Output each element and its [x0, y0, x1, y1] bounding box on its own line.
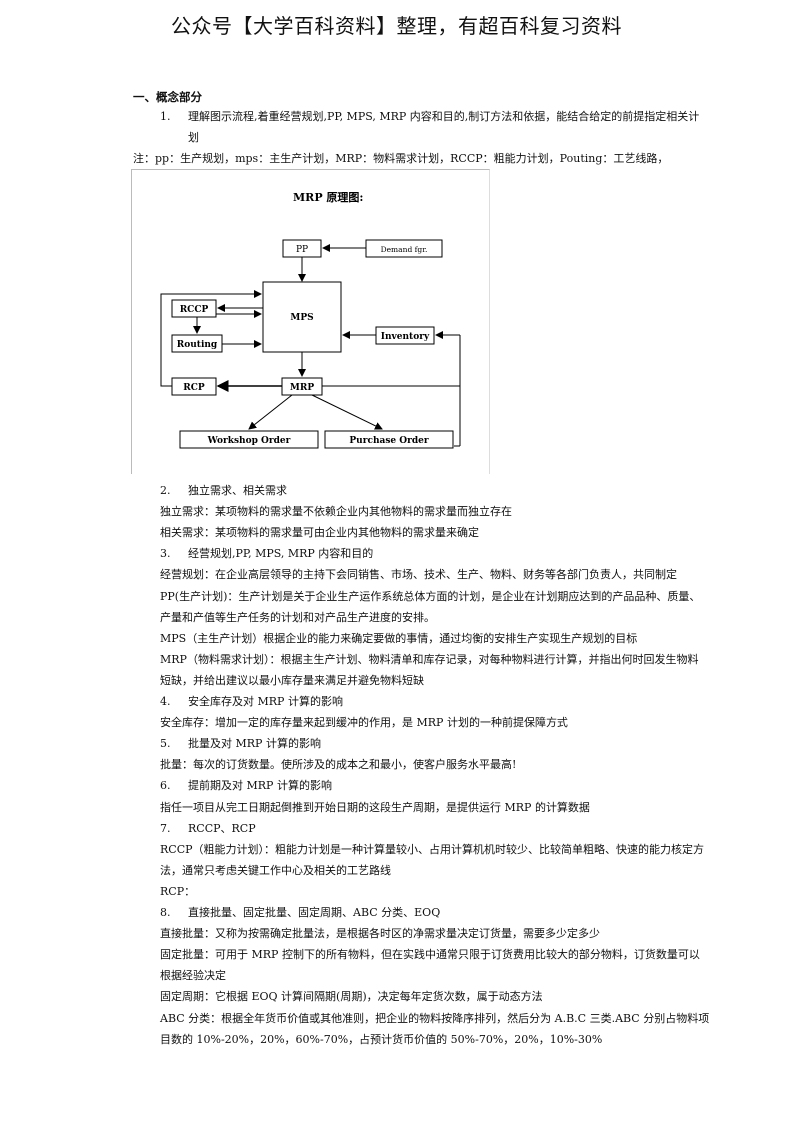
line-text: 相关需求：某项物料的需求量可由企业内其他物料的需求量来确定 [160, 526, 479, 539]
body-line: 安全库存：增加一定的库存量来起到缓冲的作用，是 MRP 计划的一种前提保障方式 [160, 716, 568, 730]
numbered-item: 7. RCCP、RCP [160, 822, 256, 836]
body-line: 指任一项目从完工日期起倒推到开始日期的这段生产周期，是提供运行 MRP 的计算数… [160, 801, 590, 815]
item-number: 5. [160, 737, 171, 750]
body-line: 经营规划：在企业高层领导的主持下会同销售、市场、技术、生产、物料、财务等各部门负… [160, 568, 677, 582]
body-line: 相关需求：某项物料的需求量可由企业内其他物料的需求量来确定 [160, 526, 479, 540]
rccp-box [171, 299, 217, 318]
body-line: PP(生产计划)：生产计划是关于企业生产运作系统总体方面的计划，是企业在计划期应… [160, 590, 700, 604]
line-text: 独立需求：某项物料的需求量不依赖企业内其他物料的需求量而独立存在 [160, 505, 512, 518]
workshop-order-label: Workshop Order [207, 436, 291, 446]
mrp-flow-svg: MRP 原理图: PP Demand fgr. MPS RCCP Routing… [160, 191, 461, 449]
rcp-label: RCP [183, 383, 205, 393]
line-text: 短缺，并给出建议以最小库存量来满足并避免物料短缺 [160, 674, 424, 687]
line-text: 产量和产值等生产任务的计划和对产品生产进度的安排。 [160, 611, 435, 624]
body-line: 独立需求：某项物料的需求量不依赖企业内其他物料的需求量而独立存在 [160, 505, 512, 519]
diagram-title: MRP 原理图: [293, 191, 363, 204]
body-line: MPS（主生产计划）根据企业的能力来确定要做的事情，通过均衡的安排生产实现生产规… [160, 632, 637, 646]
line-text: PP(生产计划)：生产计划是关于企业生产运作系统总体方面的计划，是企业在计划期应… [160, 590, 701, 603]
line-text: 法，通常只考虑关键工作中心及相关的工艺路线 [160, 864, 391, 877]
page-header: 公众号【大学百科资料】整理，有超百科复习资料 [171, 14, 622, 38]
demand-label: Demand fgr. [381, 245, 428, 254]
note-line: 注：pp：生产规划，mps：主生产计划，MRP：物料需求计划，RCCP：粗能力计… [133, 152, 669, 165]
mrp-label: MRP [290, 383, 314, 393]
body-line: RCCP（粗能力计划）：粗能力计划是一种计算量较小、占用计算机机时较少、比较简单… [160, 843, 704, 857]
body-line: 根据经验决定 [160, 969, 226, 983]
line-text: 直接批量、固定批量、固定周期、ABC 分类、EOQ [188, 906, 441, 919]
item-1: 1. 理解图示流程,着重经营规划,PP, MPS, MRP 内容和目的,制订方法和… [160, 110, 699, 124]
item-number: 4. [160, 695, 171, 708]
item-number: 3. [160, 547, 171, 560]
body-line: 固定周期：它根据 EOQ 计算间隔期(周期)，决定每年定货次数，属于动态方法 [160, 990, 543, 1004]
mps-label: MPS [290, 313, 313, 323]
line-text: RCCP、RCP [188, 822, 256, 835]
item-number: 2. [160, 484, 171, 497]
arrow-rcp-mps-loop [160, 290, 262, 387]
rccp-label: RCCP [180, 305, 209, 315]
section-title: 一、概念部分 [133, 90, 202, 104]
workshop-order-box [179, 430, 319, 449]
line-text: 安全库存及对 MRP 计算的影响 [188, 695, 343, 708]
line-text: 经营规划：在企业高层领导的主持下会同销售、市场、技术、生产、物料、财务等各部门负… [160, 568, 677, 581]
mrp-diagram: MRP 原理图: PP Demand fgr. MPS RCCP Routing… [131, 169, 490, 474]
purchase-order-label: Purchase Order [349, 436, 428, 446]
body-line: 短缺，并给出建议以最小库存量来满足并避免物料短缺 [160, 674, 424, 688]
line-text: 安全库存：增加一定的库存量来起到缓冲的作用，是 MRP 计划的一种前提保障方式 [160, 716, 568, 729]
numbered-item: 4. 安全库存及对 MRP 计算的影响 [160, 695, 343, 709]
routing-label: Routing [177, 340, 218, 350]
numbered-item: 6. 提前期及对 MRP 计算的影响 [160, 779, 332, 793]
numbered-item: 3. 经营规划,PP, MPS, MRP 内容和目的 [160, 547, 373, 561]
body-line: 产量和产值等生产任务的计划和对产品生产进度的安排。 [160, 611, 435, 625]
arrow-mrp-workshop [248, 394, 293, 430]
body-line: 目数的 10%-20%，20%，60%-70%，占预计货币价值的 50%-70%… [160, 1033, 602, 1047]
line-text: 提前期及对 MRP 计算的影响 [188, 779, 332, 792]
line-text: 经营规划,PP, MPS, MRP 内容和目的 [188, 547, 374, 560]
line-text: 直接批量：又称为按需确定批量法，是根据各时区的净需求量决定订货量，需要多少定多少 [160, 927, 600, 940]
item-text: 理解图示流程,着重经营规划,PP, MPS, MRP 内容和目的,制订方法和依据… [188, 110, 700, 123]
line-text: RCCP（粗能力计划）：粗能力计划是一种计算量较小、占用计算机机时较少、比较简单… [160, 843, 705, 856]
inventory-label: Inventory [381, 332, 430, 342]
body-line: MRP（物料需求计划）：根据主生产计划、物料清单和库存记录，对每种物料进行计算，… [160, 653, 698, 667]
item-1-continued: 划 [188, 131, 199, 144]
line-text: MPS（主生产计划）根据企业的能力来确定要做的事情，通过均衡的安排生产实现生产规… [160, 632, 638, 645]
line-text: 目数的 10%-20%，20%，60%-70%，占预计货币价值的 50%-70%… [160, 1033, 603, 1046]
numbered-item: 5. 批量及对 MRP 计算的影响 [160, 737, 321, 751]
item-number: 1. [160, 110, 171, 123]
line-text: 批量：每次的订货数量。使所涉及的成本之和最小，使客户服务水平最高! [160, 758, 517, 771]
line-text: 批量及对 MRP 计算的影响 [188, 737, 321, 750]
numbered-item: 2. 独立需求、相关需求 [160, 484, 287, 498]
pp-label: PP [296, 245, 308, 255]
line-text: 独立需求、相关需求 [188, 484, 287, 497]
item-number: 8. [160, 906, 171, 919]
arrow-mrp-purchase [311, 394, 383, 430]
mps-box [262, 281, 342, 353]
line-text: 固定周期：它根据 EOQ 计算间隔期(周期)，决定每年定货次数，属于动态方法 [160, 990, 543, 1003]
line-text: ABC 分类：根据全年货币价值或其他准则，把企业的物料按降序排列，然后分为 A.… [160, 1012, 710, 1025]
purchase-order-box [324, 430, 454, 449]
body-line: 批量：每次的订货数量。使所涉及的成本之和最小，使客户服务水平最高! [160, 758, 516, 772]
line-text: RCP： [160, 885, 196, 898]
line-text: 指任一项目从完工日期起倒推到开始日期的这段生产周期，是提供运行 MRP 的计算数… [160, 801, 590, 814]
body-line: ABC 分类：根据全年货币价值或其他准则，把企业的物料按降序排列，然后分为 A.… [160, 1012, 709, 1026]
item-number: 6. [160, 779, 171, 792]
line-text: MRP（物料需求计划）：根据主生产计划、物料清单和库存记录，对每种物料进行计算，… [160, 653, 699, 666]
line-text: 根据经验决定 [160, 969, 226, 982]
numbered-item: 8. 直接批量、固定批量、固定周期、ABC 分类、EOQ [160, 906, 440, 920]
item-number: 7. [160, 822, 171, 835]
body-line: 直接批量：又称为按需确定批量法，是根据各时区的净需求量决定订货量，需要多少定多少 [160, 927, 600, 941]
body-line: 法，通常只考虑关键工作中心及相关的工艺路线 [160, 864, 391, 878]
line-text: 固定批量：可用于 MRP 控制下的所有物料，但在实践中通常只限于订货费用比较大的… [160, 948, 700, 961]
body-line: 固定批量：可用于 MRP 控制下的所有物料，但在实践中通常只限于订货费用比较大的… [160, 948, 700, 962]
body-line: RCP： [160, 885, 195, 899]
